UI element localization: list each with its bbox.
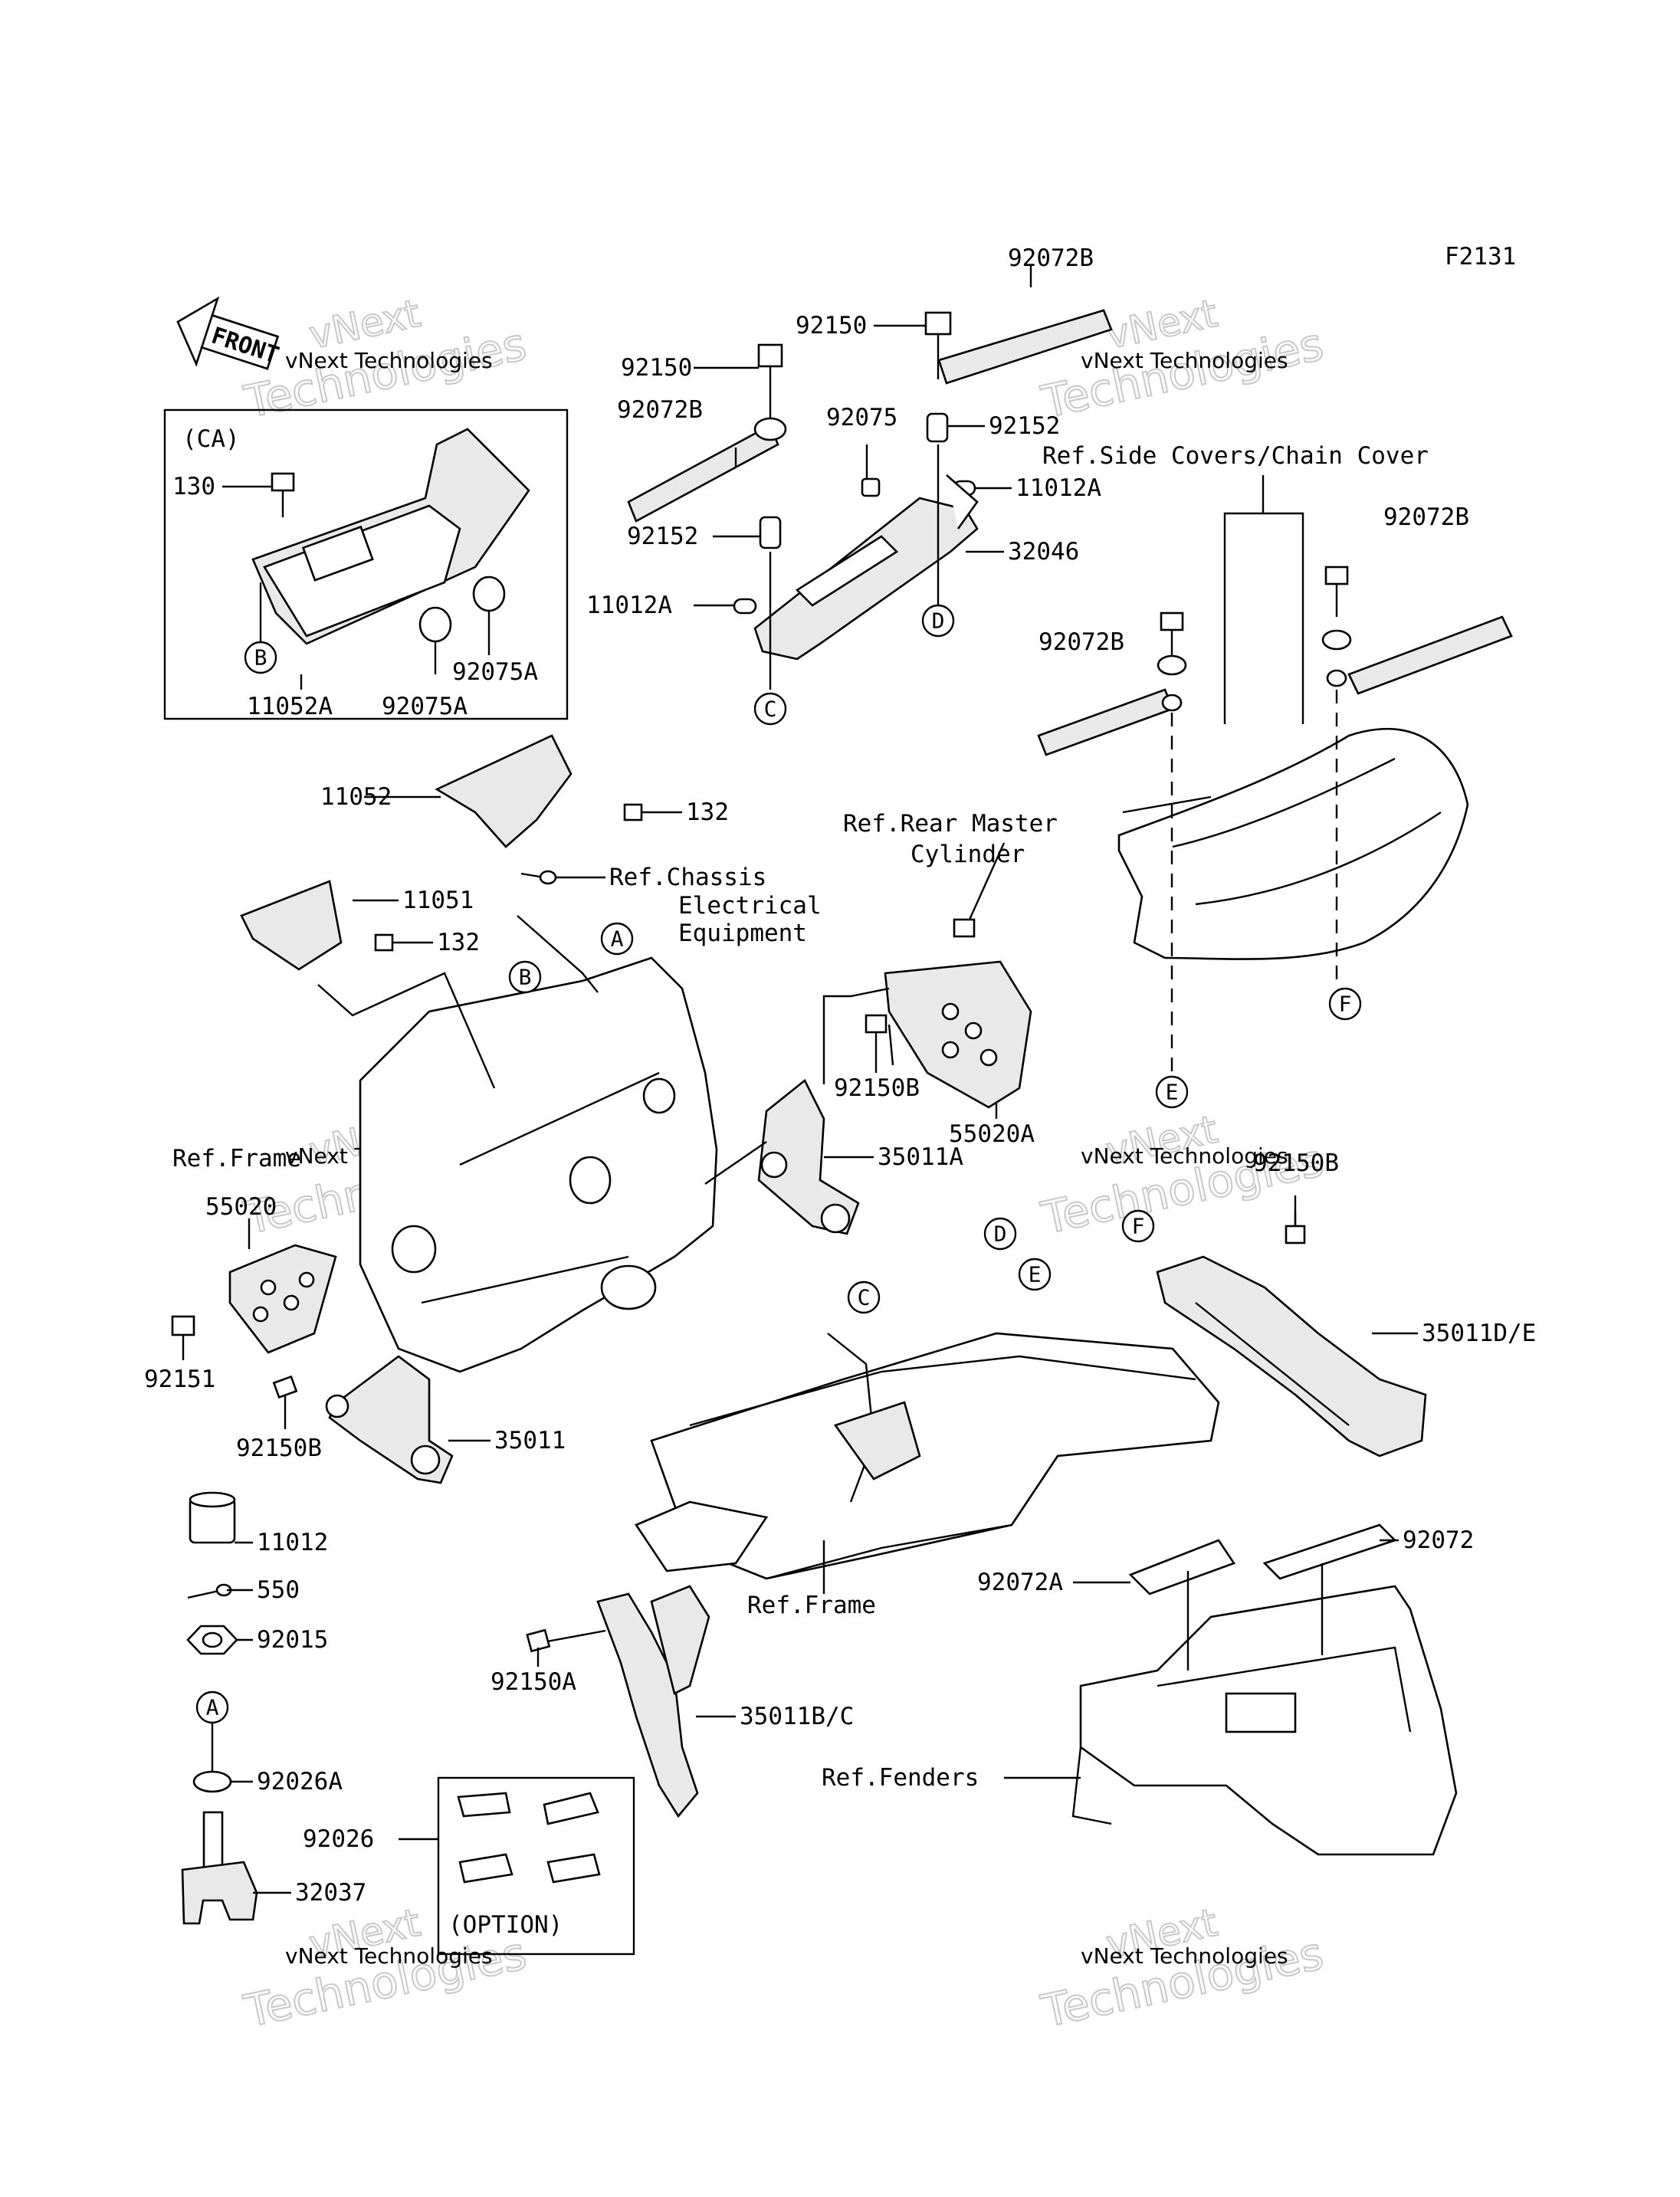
label-55020: 55020 (205, 1193, 277, 1221)
ref-frame-left: Ref.Frame (172, 1145, 301, 1172)
svg-text:(CA): (CA) (182, 425, 240, 453)
callout-B-frame: B (508, 960, 542, 994)
svg-text:(OPTION): (OPTION) (448, 1911, 563, 1939)
label-92026: 92026 (303, 1825, 374, 1853)
label-11051: 11051 (402, 887, 474, 914)
svg-text:F: F (1339, 992, 1352, 1017)
svg-text:C: C (764, 697, 777, 722)
ref-chassis-3: Equipment (678, 920, 807, 947)
label-35011A: 35011A (878, 1143, 963, 1171)
ref-frame-center: Ref.Frame (747, 1592, 876, 1619)
figure-code: F2131 (1445, 243, 1516, 271)
ref-chassis-1: Ref.Chassis (609, 864, 766, 891)
label-550: 550 (257, 1576, 300, 1604)
label-92015: 92015 (257, 1626, 328, 1654)
watermark-bottom-right: vNext Technologies vNext Technologies (1036, 1900, 1329, 2038)
callout-C-top: C (753, 692, 787, 726)
callout-C-frame: C (847, 1280, 881, 1314)
label-92152-top: 92152 (989, 412, 1060, 440)
label-32037: 32037 (295, 1879, 366, 1907)
svg-text:E: E (1166, 1080, 1179, 1105)
watermark-top-left: vNext Technologies vNext Technologies (239, 290, 532, 429)
option-group: (OPTION) (437, 1776, 635, 1956)
svg-text:vNext Technologies: vNext Technologies (285, 1943, 493, 1969)
ca-group: (CA) (163, 408, 569, 720)
label-92150B-right: 92150B (1253, 1149, 1339, 1177)
label-92151: 92151 (144, 1366, 215, 1393)
label-92150-left: 92150 (621, 354, 692, 382)
watermark-top-right: vNext Technologies vNext Technologies (1036, 290, 1329, 429)
front-arrow-icon: FRONT (176, 296, 282, 370)
label-92072: 92072 (1403, 1526, 1474, 1554)
leader-lines (182, 264, 1418, 1894)
svg-text:vNext Technologies: vNext Technologies (1081, 1943, 1288, 1969)
callout-A-left: A (195, 1690, 229, 1724)
ref-fenders: Ref.Fenders (822, 1764, 979, 1792)
label-35011: 35011 (494, 1427, 566, 1454)
label-92150B-b: 92150B (236, 1435, 322, 1462)
fender (1071, 1523, 1458, 1856)
label-11052: 11052 (320, 783, 392, 811)
engine-case (240, 734, 718, 1373)
callout-F-cover: F (1328, 987, 1362, 1021)
side-cover (1037, 475, 1513, 1073)
footrest-left (171, 1244, 454, 1484)
label-11012A-top: 11012A (1016, 474, 1101, 502)
svg-text:B: B (519, 965, 532, 990)
label-92072B-left: 92072B (617, 396, 703, 424)
svg-text:vNext Technologies: vNext Technologies (1081, 348, 1288, 373)
label-32046: 32046 (1008, 538, 1079, 566)
label-92072B-right: 92072B (1383, 503, 1469, 531)
svg-text:B: B (254, 645, 267, 671)
label-11012: 11012 (257, 1529, 328, 1556)
svg-text:A: A (206, 1695, 219, 1720)
svg-text:F: F (1132, 1214, 1145, 1239)
label-92072B-top: 92072B (1008, 244, 1094, 272)
label-11012A-left: 11012A (586, 592, 672, 619)
callout-D-frame: D (983, 1217, 1017, 1251)
svg-text:A: A (611, 926, 624, 952)
ref-chassis-2: Electrical (678, 892, 822, 920)
svg-text:C: C (858, 1285, 871, 1310)
callout-E-frame: E (1018, 1258, 1052, 1291)
label-55020A: 55020A (949, 1120, 1035, 1148)
label-11052A: 11052A (247, 693, 333, 720)
callout-D-top: D (921, 604, 955, 638)
svg-text:E: E (1029, 1262, 1042, 1287)
callout-A-top: A (600, 922, 634, 956)
subframe (526, 1332, 1220, 1818)
damper-stack (181, 1491, 258, 1925)
ref-rear-master-1: Ref.Rear Master (843, 810, 1058, 838)
svg-text:D: D (932, 608, 945, 634)
label-92072B-mid: 92072B (1039, 628, 1124, 656)
callout-F-frame: F (1121, 1209, 1155, 1243)
label-132-b: 132 (437, 929, 480, 956)
ref-side-covers: Ref.Side Covers/Chain Cover (1042, 442, 1429, 470)
label-35011BC: 35011B/C (740, 1703, 854, 1730)
callout-B-ca: B (244, 641, 277, 674)
label-92150A: 92150A (491, 1668, 576, 1696)
svg-text:vNext Technologies: vNext Technologies (285, 348, 493, 373)
label-92150B-a: 92150B (834, 1074, 920, 1102)
label-92075A-1: 92075A (452, 658, 538, 686)
callout-E-cover: E (1155, 1075, 1189, 1109)
label-130: 130 (172, 473, 215, 500)
top-bracket-assembly (627, 309, 1113, 661)
footrest-right (704, 918, 1032, 1235)
label-35011DE: 35011D/E (1422, 1320, 1536, 1347)
svg-text:D: D (994, 1221, 1007, 1247)
label-92072A: 92072A (977, 1569, 1063, 1596)
label-132-a: 132 (686, 798, 729, 826)
svg-text:vNext Technologies: vNext Technologies (1081, 1143, 1288, 1169)
ref-rear-master-2: Cylinder (911, 841, 1025, 868)
label-92150-top: 92150 (796, 312, 867, 339)
label-92026A: 92026A (257, 1768, 343, 1795)
label-92075A-2: 92075A (382, 693, 468, 720)
label-92075: 92075 (826, 404, 897, 431)
label-92152-left: 92152 (627, 523, 698, 550)
